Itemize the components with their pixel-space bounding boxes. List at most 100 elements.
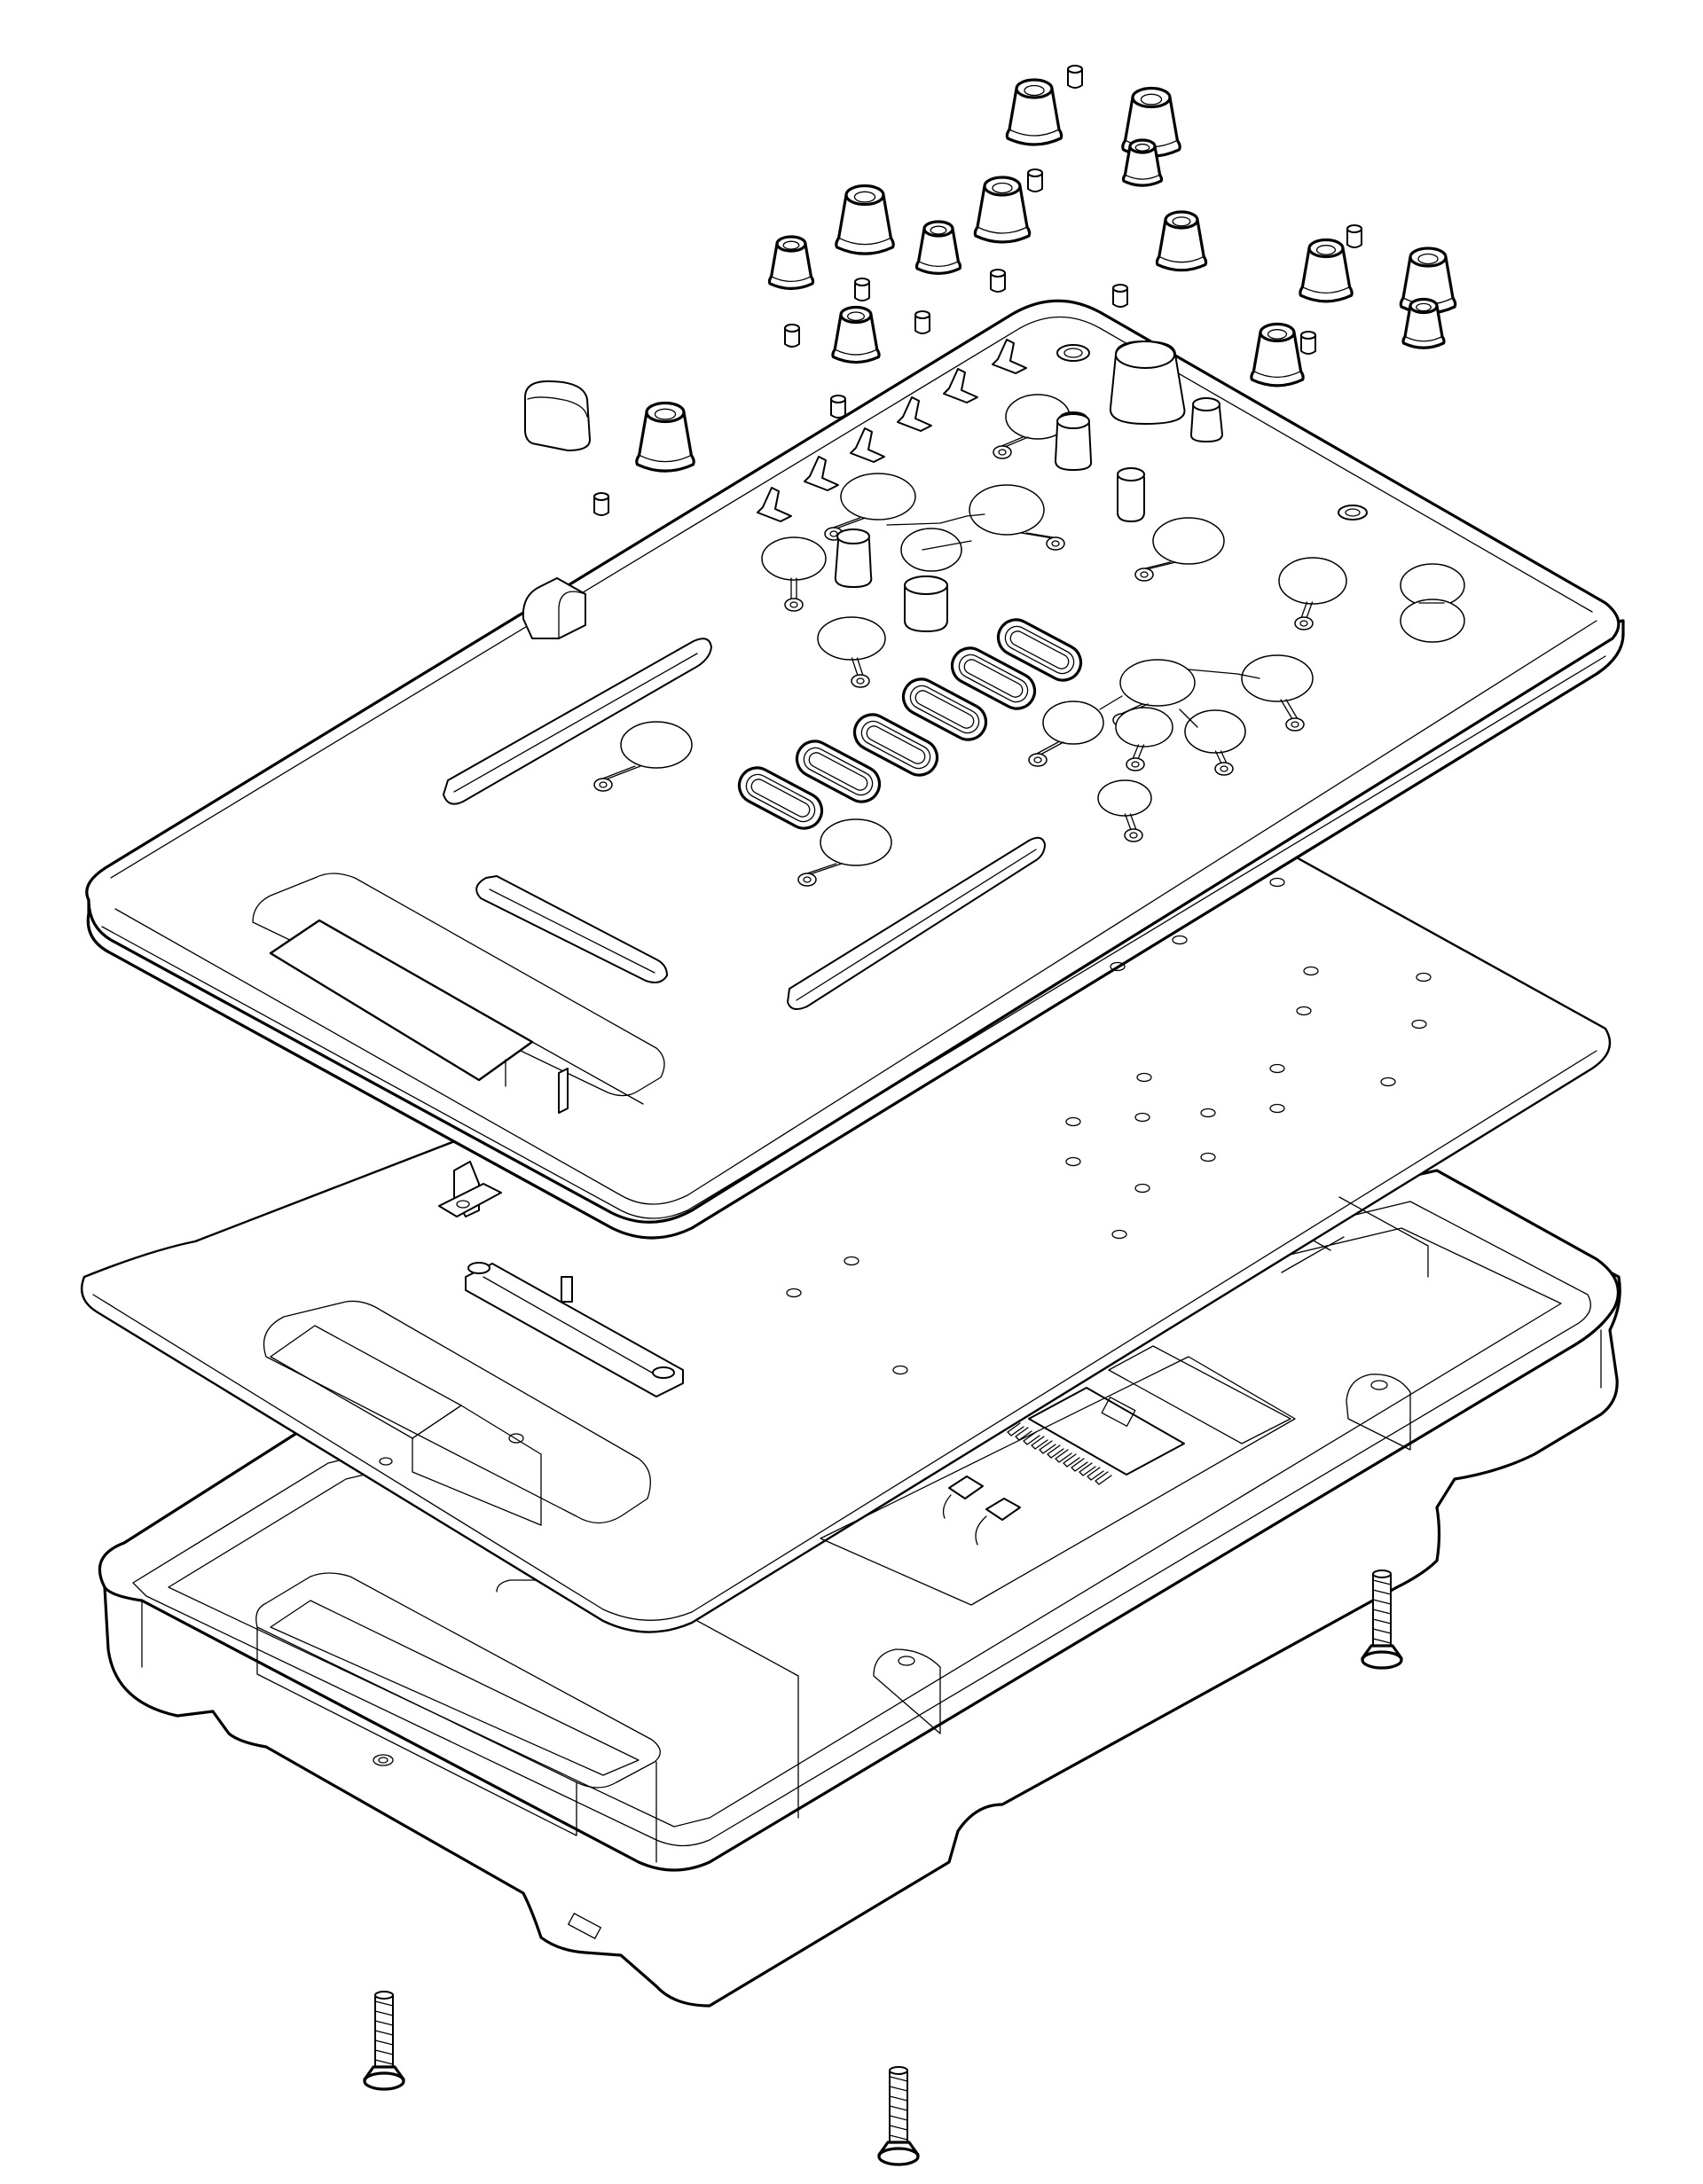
membrane-pad — [1184, 709, 1246, 776]
membrane-pad — [900, 528, 962, 572]
knob-cap — [1155, 210, 1208, 272]
push-button-oval — [901, 677, 988, 741]
switch-tabs — [757, 339, 1027, 522]
push-button-oval — [950, 646, 1037, 710]
membrane-pad — [824, 473, 916, 541]
membrane-pad — [1278, 557, 1347, 630]
membrane-pad — [969, 484, 1065, 551]
knob-shaft-pin — [1027, 168, 1043, 192]
chip-pin — [1047, 1444, 1064, 1459]
membrane-pad — [1400, 599, 1465, 643]
knob-cap — [1250, 322, 1305, 387]
board-hole — [1136, 1072, 1152, 1083]
knob-cap — [831, 305, 881, 364]
push-button-oval — [737, 766, 824, 830]
panel-mounted-knobs — [834, 341, 1368, 632]
knob-cap — [914, 220, 962, 275]
membrane-pad — [1241, 654, 1314, 732]
knob-cap — [1399, 247, 1457, 315]
board-hole — [1065, 1116, 1081, 1127]
knob-shaft-pin — [990, 269, 1006, 293]
knob-shaft-pin — [1300, 331, 1316, 355]
case-screws — [363, 1570, 1403, 2166]
switch-tab — [992, 339, 1027, 374]
pad-trace — [886, 513, 985, 526]
knob-cap — [1299, 238, 1354, 303]
board-hole — [1200, 1152, 1216, 1162]
board-hole — [1134, 1183, 1150, 1194]
knob-cap — [973, 176, 1032, 244]
pad-trace — [922, 540, 972, 551]
switch-tab — [757, 487, 792, 522]
pad-trace — [1188, 669, 1260, 679]
membrane-pad — [1134, 517, 1225, 582]
membrane-pad — [797, 818, 892, 887]
push-button-oval — [996, 618, 1083, 682]
panel-hole — [1110, 961, 1126, 972]
knob-cap — [835, 184, 895, 255]
chip-pin — [1055, 1449, 1072, 1463]
panel-hole — [1416, 972, 1432, 982]
knob-shaft-pin — [830, 395, 846, 419]
knob-cap — [1121, 138, 1164, 187]
switch-tab — [897, 396, 932, 432]
board-hole — [1269, 1063, 1285, 1074]
chip-pin — [1063, 1453, 1080, 1468]
chip-pin — [1039, 1440, 1056, 1454]
push-button-row — [737, 618, 1083, 830]
ic-chip-pins — [1007, 1422, 1112, 1485]
chip-pin — [1071, 1458, 1088, 1472]
board-hole — [786, 1288, 802, 1298]
panel-hole — [1296, 1006, 1312, 1016]
slider-slot-3 — [787, 836, 1046, 1011]
knob-cap — [635, 401, 695, 473]
knob-shaft-pin — [854, 278, 870, 301]
board-hole — [892, 1365, 908, 1375]
push-button-oval — [852, 713, 939, 777]
pad-trace — [1099, 695, 1123, 710]
chip-pin — [1095, 1471, 1112, 1485]
chip-pin — [1007, 1422, 1024, 1436]
knob-caps — [635, 78, 1457, 473]
chip-pin — [1087, 1467, 1104, 1481]
board-hole — [1134, 1112, 1150, 1123]
switch-tab — [804, 456, 839, 491]
knob-shaft-pin — [593, 492, 609, 516]
knob-cap — [1005, 78, 1063, 146]
knob-shaft-pins — [593, 65, 1362, 516]
switch-tab — [850, 427, 885, 463]
board-hole — [844, 1256, 859, 1266]
board-hole — [1269, 1103, 1285, 1114]
circuit-board — [80, 840, 1612, 1633]
board-hole — [1065, 1156, 1081, 1167]
membrane-pad — [1028, 701, 1104, 767]
board-hole — [1111, 1229, 1127, 1240]
panel-hole — [1172, 935, 1188, 945]
knob-shaft-pin — [1067, 65, 1083, 89]
membrane-pad — [1097, 779, 1152, 842]
slider-slot-1 — [443, 638, 712, 805]
push-button-oval — [795, 740, 882, 803]
top-panel — [85, 299, 1625, 1240]
screw — [363, 1991, 405, 2091]
chip-pin — [1015, 1427, 1032, 1441]
membrane-pad — [817, 616, 886, 688]
membrane-pad — [1115, 707, 1173, 771]
knob-shaft-pin — [1346, 224, 1362, 248]
slider-slot-2 — [475, 875, 668, 983]
chip-pin — [1023, 1431, 1040, 1445]
chip-pin — [1079, 1462, 1096, 1476]
knob-shaft-pin — [784, 324, 800, 348]
membrane-pad — [593, 721, 693, 792]
switch-tab — [943, 368, 978, 403]
knob-shaft-pin — [1112, 284, 1128, 308]
screw — [1361, 1570, 1403, 1670]
knob-shaft-pin — [914, 310, 930, 334]
knob-cap — [1401, 297, 1446, 349]
panel-hole — [1303, 966, 1319, 976]
screw — [877, 2066, 920, 2166]
board-hole — [1200, 1108, 1216, 1118]
membrane-pads — [593, 394, 1465, 887]
